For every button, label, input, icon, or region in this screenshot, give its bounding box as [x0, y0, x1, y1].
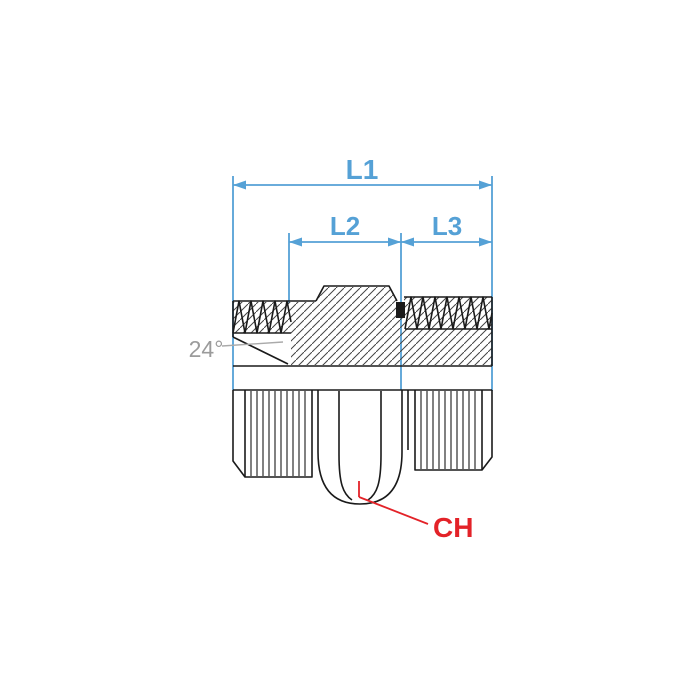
hex-facet-left [338, 391, 353, 501]
angle-leader-line [221, 341, 284, 347]
hex-boss-profile [315, 285, 398, 302]
angle-label: 24° [189, 336, 224, 362]
ch-annotation: CH [358, 481, 473, 543]
section-hatch [233, 287, 492, 365]
right-thread-profile [404, 296, 493, 330]
thread-undercut-groove [396, 302, 405, 318]
fitting-outline-upper [232, 285, 493, 391]
left-thread-profile [232, 300, 292, 334]
hex-nut-outline [317, 390, 403, 505]
hex-facet-right [367, 391, 382, 501]
angle-annotation: 24° [189, 336, 284, 362]
l1-label: L1 [346, 154, 379, 185]
l2-arrow-right [388, 237, 401, 247]
l3-label: L3 [432, 211, 462, 241]
l1-arrow-left [233, 180, 246, 190]
fitting-outline-lower [232, 390, 493, 505]
internal-cone-line [232, 336, 289, 365]
left-thread-crests [250, 391, 306, 476]
dimension-arrows [233, 180, 492, 247]
l3-arrow-right [479, 237, 492, 247]
l2-label: L2 [330, 211, 360, 241]
right-thread-crests [420, 391, 476, 469]
l3-arrow-left [401, 237, 414, 247]
l2-arrow-left [289, 237, 302, 247]
ch-leader-line [358, 496, 429, 525]
ch-label: CH [433, 512, 473, 543]
dimension-labels: L1 L2 L3 [330, 154, 462, 241]
l1-arrow-right [479, 180, 492, 190]
